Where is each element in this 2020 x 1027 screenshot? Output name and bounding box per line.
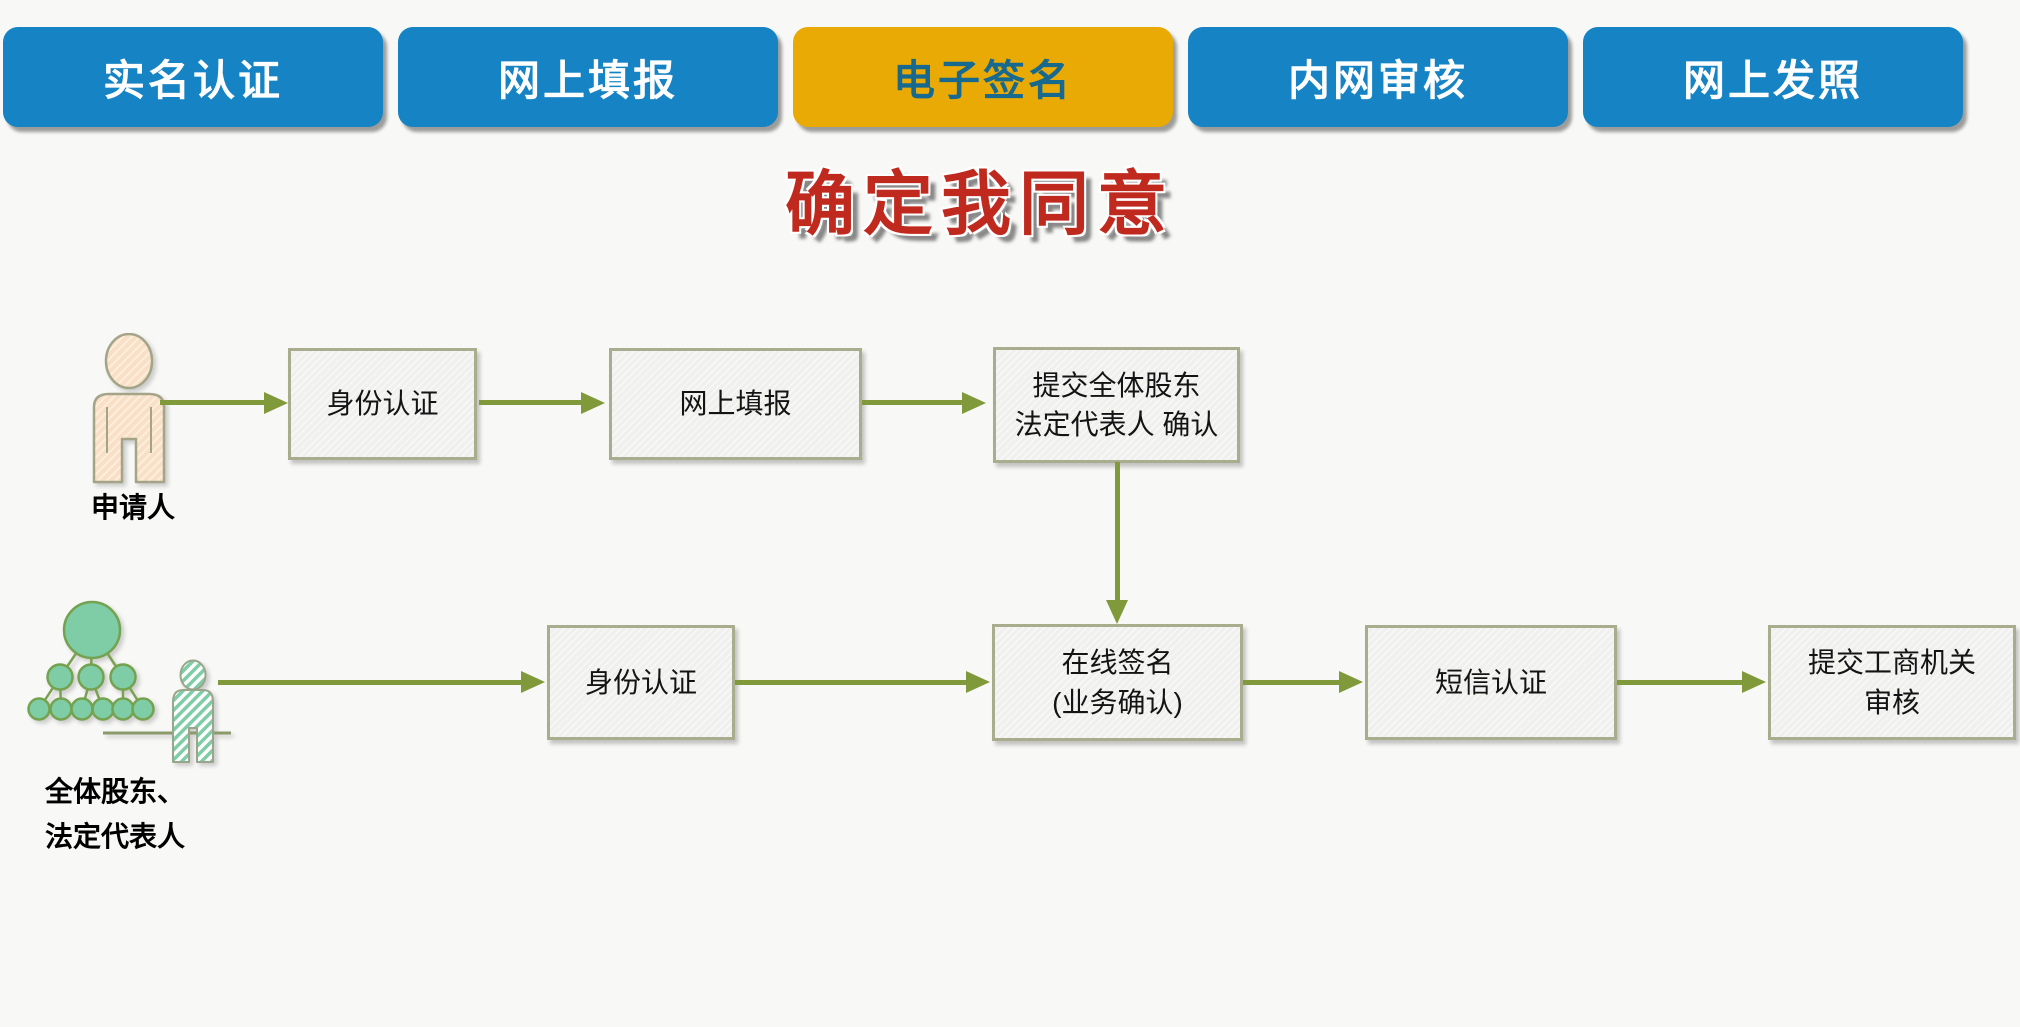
- flow-arrow-r1-3: [862, 400, 962, 405]
- flow-arrow-r1-2: [479, 400, 581, 405]
- applicant-label: 申请人: [90, 492, 176, 523]
- step-identity-verification-row1: 身份认证: [288, 348, 477, 460]
- tab-online-filing[interactable]: 网上填报: [398, 27, 778, 127]
- process-step-tabbar: 实名认证 网上填报 电子签名 内网审核 网上发照: [3, 27, 1963, 127]
- flow-arrowhead-r1-1: [264, 392, 288, 414]
- shareholders-label-line2: 法定代表人: [45, 820, 186, 852]
- step-online-signature: 在线签名 (业务确认): [992, 624, 1243, 741]
- tab-realname-verification[interactable]: 实名认证: [3, 27, 383, 127]
- step-label: 网上填报: [679, 388, 792, 420]
- step-label: 身份认证: [584, 666, 697, 698]
- step-label-line2: 法定代表人 确认: [1014, 409, 1219, 440]
- tab-internal-review[interactable]: 内网审核: [1188, 27, 1568, 127]
- tab-e-signature[interactable]: 电子签名: [793, 27, 1173, 127]
- flow-arrow-vertical: [1115, 462, 1120, 602]
- flow-arrowhead-r2-1: [521, 671, 545, 693]
- flow-arrowhead-r1-3: [962, 392, 986, 414]
- flow-arrowhead-r2-4: [1742, 671, 1766, 693]
- page-title: 确定我同意: [785, 165, 1175, 243]
- shareholders-group-icon: [27, 600, 231, 763]
- flow-arrowhead-r1-2: [581, 392, 605, 414]
- flow-arrow-r2-1: [218, 680, 521, 685]
- shareholders-label-line1: 全体股东、: [45, 776, 186, 807]
- step-online-filing-row1: 网上填报: [609, 348, 862, 460]
- flow-arrow-r1-1: [160, 400, 264, 405]
- flow-arrowhead-r2-3: [1339, 671, 1363, 693]
- flow-arrow-r2-2: [735, 680, 966, 685]
- step-label-line2: (业务确认): [1052, 686, 1183, 718]
- step-label-line2: 审核: [1863, 686, 1920, 718]
- step-sms-verification: 短信认证: [1365, 625, 1617, 740]
- tab-license-issuance[interactable]: 网上发照: [1583, 27, 1963, 127]
- shareholders-label: 全体股东、 法定代表人: [45, 770, 185, 860]
- step-submit-authority-review: 提交工商机关 审核: [1768, 625, 2016, 740]
- step-label: 在线签名: [1061, 647, 1174, 679]
- step-submit-shareholder-confirmation: 提交全体股东 法定代表人 确认: [993, 347, 1240, 463]
- step-label: 提交全体股东: [1032, 369, 1201, 401]
- flow-arrow-r2-3: [1243, 680, 1339, 685]
- step-label: 提交工商机关: [1807, 647, 1976, 679]
- step-identity-verification-row2: 身份认证: [547, 625, 735, 740]
- step-label: 身份认证: [326, 388, 439, 420]
- flow-arrowhead-r2-2: [966, 671, 990, 693]
- flow-arrow-r2-4: [1617, 680, 1742, 685]
- applicant-person-icon: [92, 333, 166, 484]
- step-label: 短信认证: [1434, 666, 1547, 698]
- flow-arrowhead-vertical: [1106, 600, 1128, 624]
